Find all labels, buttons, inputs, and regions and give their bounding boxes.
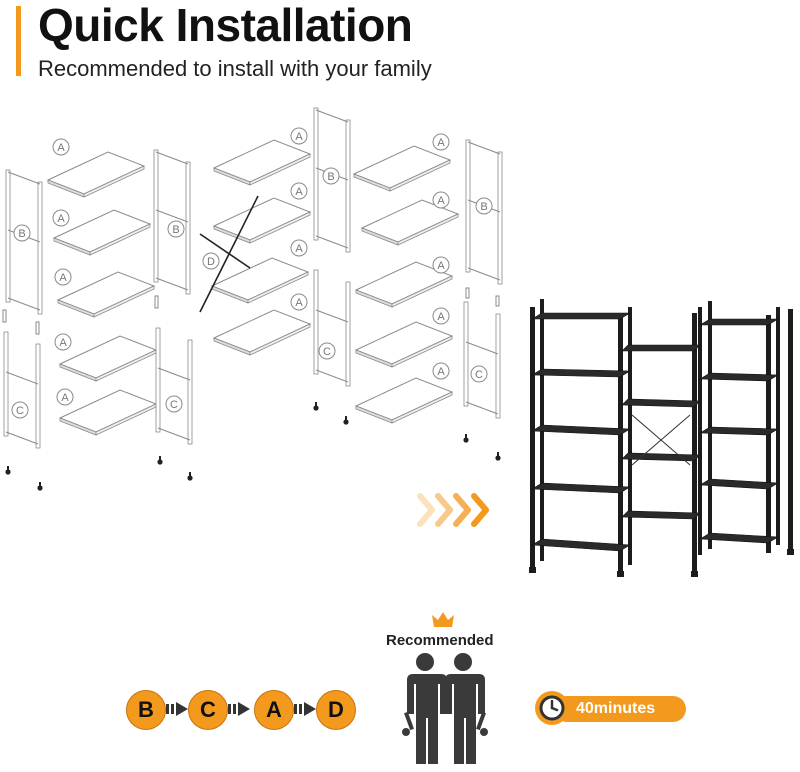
svg-text:A: A xyxy=(59,272,67,284)
svg-text:A: A xyxy=(295,243,303,255)
install-time-badge: 40minutes xyxy=(534,690,686,728)
assembled-bookshelf-illustration xyxy=(529,299,794,577)
exploded-parts-diagram: A A A A A A A A A A A A A A B B B B C C … xyxy=(2,107,503,491)
clock-icon xyxy=(535,691,569,725)
svg-text:D: D xyxy=(207,256,215,268)
svg-text:B: B xyxy=(327,171,334,183)
svg-text:A: A xyxy=(437,260,445,272)
svg-text:C: C xyxy=(475,369,483,381)
step-3: A xyxy=(254,690,294,730)
svg-text:B: B xyxy=(480,201,487,213)
two-people-icon xyxy=(402,653,488,764)
svg-text:A: A xyxy=(61,392,69,404)
arrow-right-icon xyxy=(228,702,250,716)
wrench-icon xyxy=(402,711,488,736)
svg-text:A: A xyxy=(295,297,303,309)
svg-text:C: C xyxy=(323,346,331,358)
svg-text:A: A xyxy=(59,337,67,349)
recommended-label: Recommended xyxy=(386,632,494,649)
svg-text:C: C xyxy=(170,399,178,411)
time-badge-background xyxy=(554,696,686,722)
svg-text:B: B xyxy=(18,228,25,240)
svg-text:A: A xyxy=(437,366,445,378)
page-title: Quick Installation xyxy=(38,0,413,51)
svg-text:A: A xyxy=(295,131,303,143)
arrow-right-icon xyxy=(417,493,489,527)
install-time-text: 40minutes xyxy=(576,700,656,717)
svg-text:A: A xyxy=(295,186,303,198)
part-label-lower-frame: C C C C xyxy=(11,342,488,419)
arrow-right-icon xyxy=(294,702,316,716)
svg-text:A: A xyxy=(437,311,445,323)
page-subtitle: Recommended to install with your family xyxy=(38,56,432,81)
title-accent-bar xyxy=(16,6,21,76)
step-4: D xyxy=(316,690,356,730)
svg-text:C: C xyxy=(16,405,24,417)
step-1: B xyxy=(126,690,166,730)
part-label-upper-frame: B B B B xyxy=(13,167,493,242)
part-label-shelf: A A A A A A A A A A A A A A xyxy=(52,127,450,406)
crown-icon xyxy=(432,612,454,627)
svg-text:B: B xyxy=(172,224,179,236)
svg-text:A: A xyxy=(437,137,445,149)
part-label-cross-brace: D xyxy=(202,252,220,270)
arrow-right-icon xyxy=(166,702,188,716)
step-2: C xyxy=(188,690,228,730)
svg-text:A: A xyxy=(437,195,445,207)
svg-text:A: A xyxy=(57,213,65,225)
svg-text:A: A xyxy=(57,142,65,154)
